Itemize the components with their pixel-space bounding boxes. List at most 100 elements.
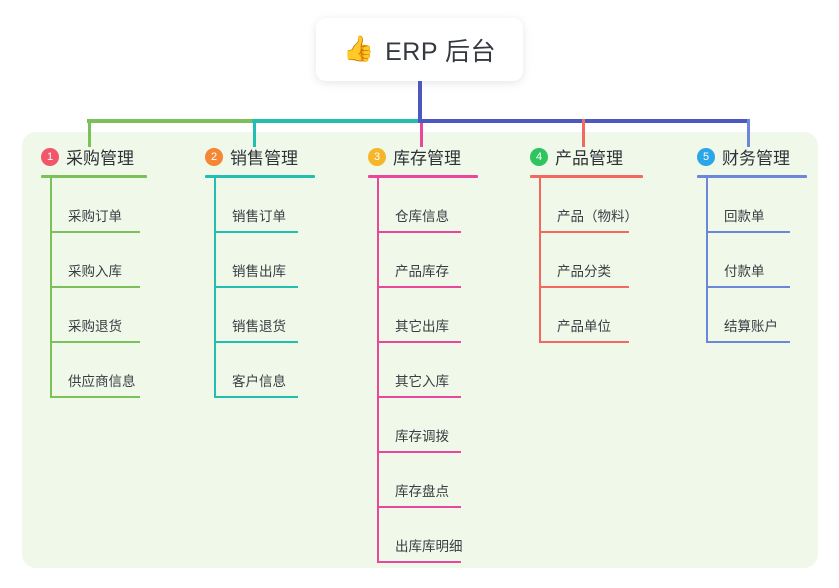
branch-column-1: 1 采购管理采购订单采购入库采购退货供应商信息 (41, 144, 147, 398)
branch-header-rule-1 (41, 175, 147, 178)
leaf-item[interactable]: 客户信息 (205, 343, 315, 398)
branch-title-2: 销售管理 (230, 149, 298, 168)
leaf-trunk-4 (539, 178, 541, 343)
leaf-label: 其它入库 (395, 374, 449, 389)
branch-badge-1: 1 (41, 147, 59, 166)
leaf-label: 销售出库 (232, 264, 286, 279)
branch-badge-5: 5 (697, 147, 715, 166)
leaf-label: 采购退货 (68, 319, 122, 334)
leaf-item[interactable]: 采购退货 (41, 288, 147, 343)
leaf-item[interactable]: 其它入库 (368, 343, 478, 398)
leaf-item[interactable]: 采购入库 (41, 233, 147, 288)
leaf-item[interactable]: 采购订单 (41, 178, 147, 233)
branch-badge-2: 2 (205, 147, 223, 166)
leaf-item[interactable]: 产品库存 (368, 233, 478, 288)
leaf-label: 付款单 (724, 264, 765, 279)
bar-segment-2 (252, 119, 420, 123)
leaf-rule (377, 451, 461, 453)
leaf-label: 产品库存 (395, 264, 449, 279)
leaf-rule (377, 506, 461, 508)
leaf-rule (377, 396, 461, 398)
leaf-trunk-5 (706, 178, 708, 343)
branch-header-rule-3 (368, 175, 478, 178)
branch-header-1[interactable]: 1 采购管理 (41, 144, 147, 175)
root-node[interactable]: 👍 ERP 后台 (316, 18, 523, 81)
leaf-rule (377, 231, 461, 233)
leaf-rule (706, 231, 790, 233)
branch-title-4: 产品管理 (555, 149, 623, 168)
leaf-item[interactable]: 其它出库 (368, 288, 478, 343)
branch-column-5: 5 财务管理回款单付款单结算账户 (697, 144, 807, 343)
thumbs-up-icon: 👍 (342, 35, 375, 63)
branch-title-5: 财务管理 (722, 149, 790, 168)
root-stem (418, 81, 422, 123)
leaf-label: 回款单 (724, 209, 765, 224)
branch-header-rule-2 (205, 175, 315, 178)
leaf-label: 采购订单 (68, 209, 122, 224)
leaf-rule (214, 341, 298, 343)
branch-header-rule-5 (697, 175, 807, 178)
leaf-item[interactable]: 付款单 (697, 233, 807, 288)
leaf-rule (706, 341, 790, 343)
leaf-item[interactable]: 出库库明细 (368, 508, 478, 563)
leaf-rule (50, 231, 140, 233)
leaf-label: 其它出库 (395, 319, 449, 334)
leaf-rule (50, 341, 140, 343)
leaf-rule (214, 286, 298, 288)
leaf-item[interactable]: 库存盘点 (368, 453, 478, 508)
branch-header-5[interactable]: 5 财务管理 (697, 144, 807, 175)
leaf-item[interactable]: 回款单 (697, 178, 807, 233)
leaf-rule (539, 286, 629, 288)
branch-drop-2 (253, 119, 256, 147)
leaf-item[interactable]: 销售订单 (205, 178, 315, 233)
leaf-label: 出库库明细 (395, 539, 463, 554)
leaf-item[interactable]: 销售退货 (205, 288, 315, 343)
leaf-rule (50, 286, 140, 288)
branch-header-2[interactable]: 2 销售管理 (205, 144, 315, 175)
leaf-item[interactable]: 供应商信息 (41, 343, 147, 398)
branch-header-rule-4 (530, 175, 643, 178)
leaf-item[interactable]: 仓库信息 (368, 178, 478, 233)
branch-drop-3 (420, 123, 423, 147)
leaf-label: 产品单位 (557, 319, 611, 334)
leaf-label: 库存盘点 (395, 484, 449, 499)
leaf-label: 仓库信息 (395, 209, 449, 224)
leaf-rule (214, 396, 298, 398)
branch-panel (22, 132, 818, 568)
leaf-rule (539, 341, 629, 343)
branch-drop-4 (582, 119, 585, 147)
leaf-rule (377, 286, 461, 288)
leaf-trunk-1 (50, 178, 52, 398)
leaf-rule (50, 396, 140, 398)
leaf-label: 客户信息 (232, 374, 286, 389)
leaf-label: 采购入库 (68, 264, 122, 279)
branch-drop-5 (747, 119, 750, 147)
branch-badge-3: 3 (368, 147, 386, 166)
branch-title-1: 采购管理 (66, 149, 134, 168)
leaf-list-4: 产品（物料） 产品分类产品单位 (530, 178, 643, 343)
leaf-item[interactable]: 产品（物料） (530, 178, 643, 233)
leaf-label: 产品分类 (557, 264, 611, 279)
leaf-item[interactable]: 库存调拨 (368, 398, 478, 453)
leaf-list-5: 回款单付款单结算账户 (697, 178, 807, 343)
leaf-rule (214, 231, 298, 233)
leaf-rule (377, 341, 461, 343)
leaf-label: 产品（物料） (557, 209, 638, 224)
leaf-list-3: 仓库信息产品库存其它出库其它入库库存调拨库存盘点出库库明细 (368, 178, 478, 563)
leaf-rule (377, 561, 461, 563)
root-title: ERP 后台 (385, 37, 497, 66)
leaf-item[interactable]: 产品分类 (530, 233, 643, 288)
branch-drop-1 (88, 119, 91, 147)
leaf-rule (539, 231, 629, 233)
leaf-item[interactable]: 销售出库 (205, 233, 315, 288)
leaf-label: 供应商信息 (68, 374, 136, 389)
bar-segment-1 (87, 119, 254, 123)
branch-column-2: 2 销售管理销售订单销售出库销售退货客户信息 (205, 144, 315, 398)
leaf-label: 销售退货 (232, 319, 286, 334)
leaf-item[interactable]: 结算账户 (697, 288, 807, 343)
leaf-list-2: 销售订单销售出库销售退货客户信息 (205, 178, 315, 398)
leaf-item[interactable]: 产品单位 (530, 288, 643, 343)
